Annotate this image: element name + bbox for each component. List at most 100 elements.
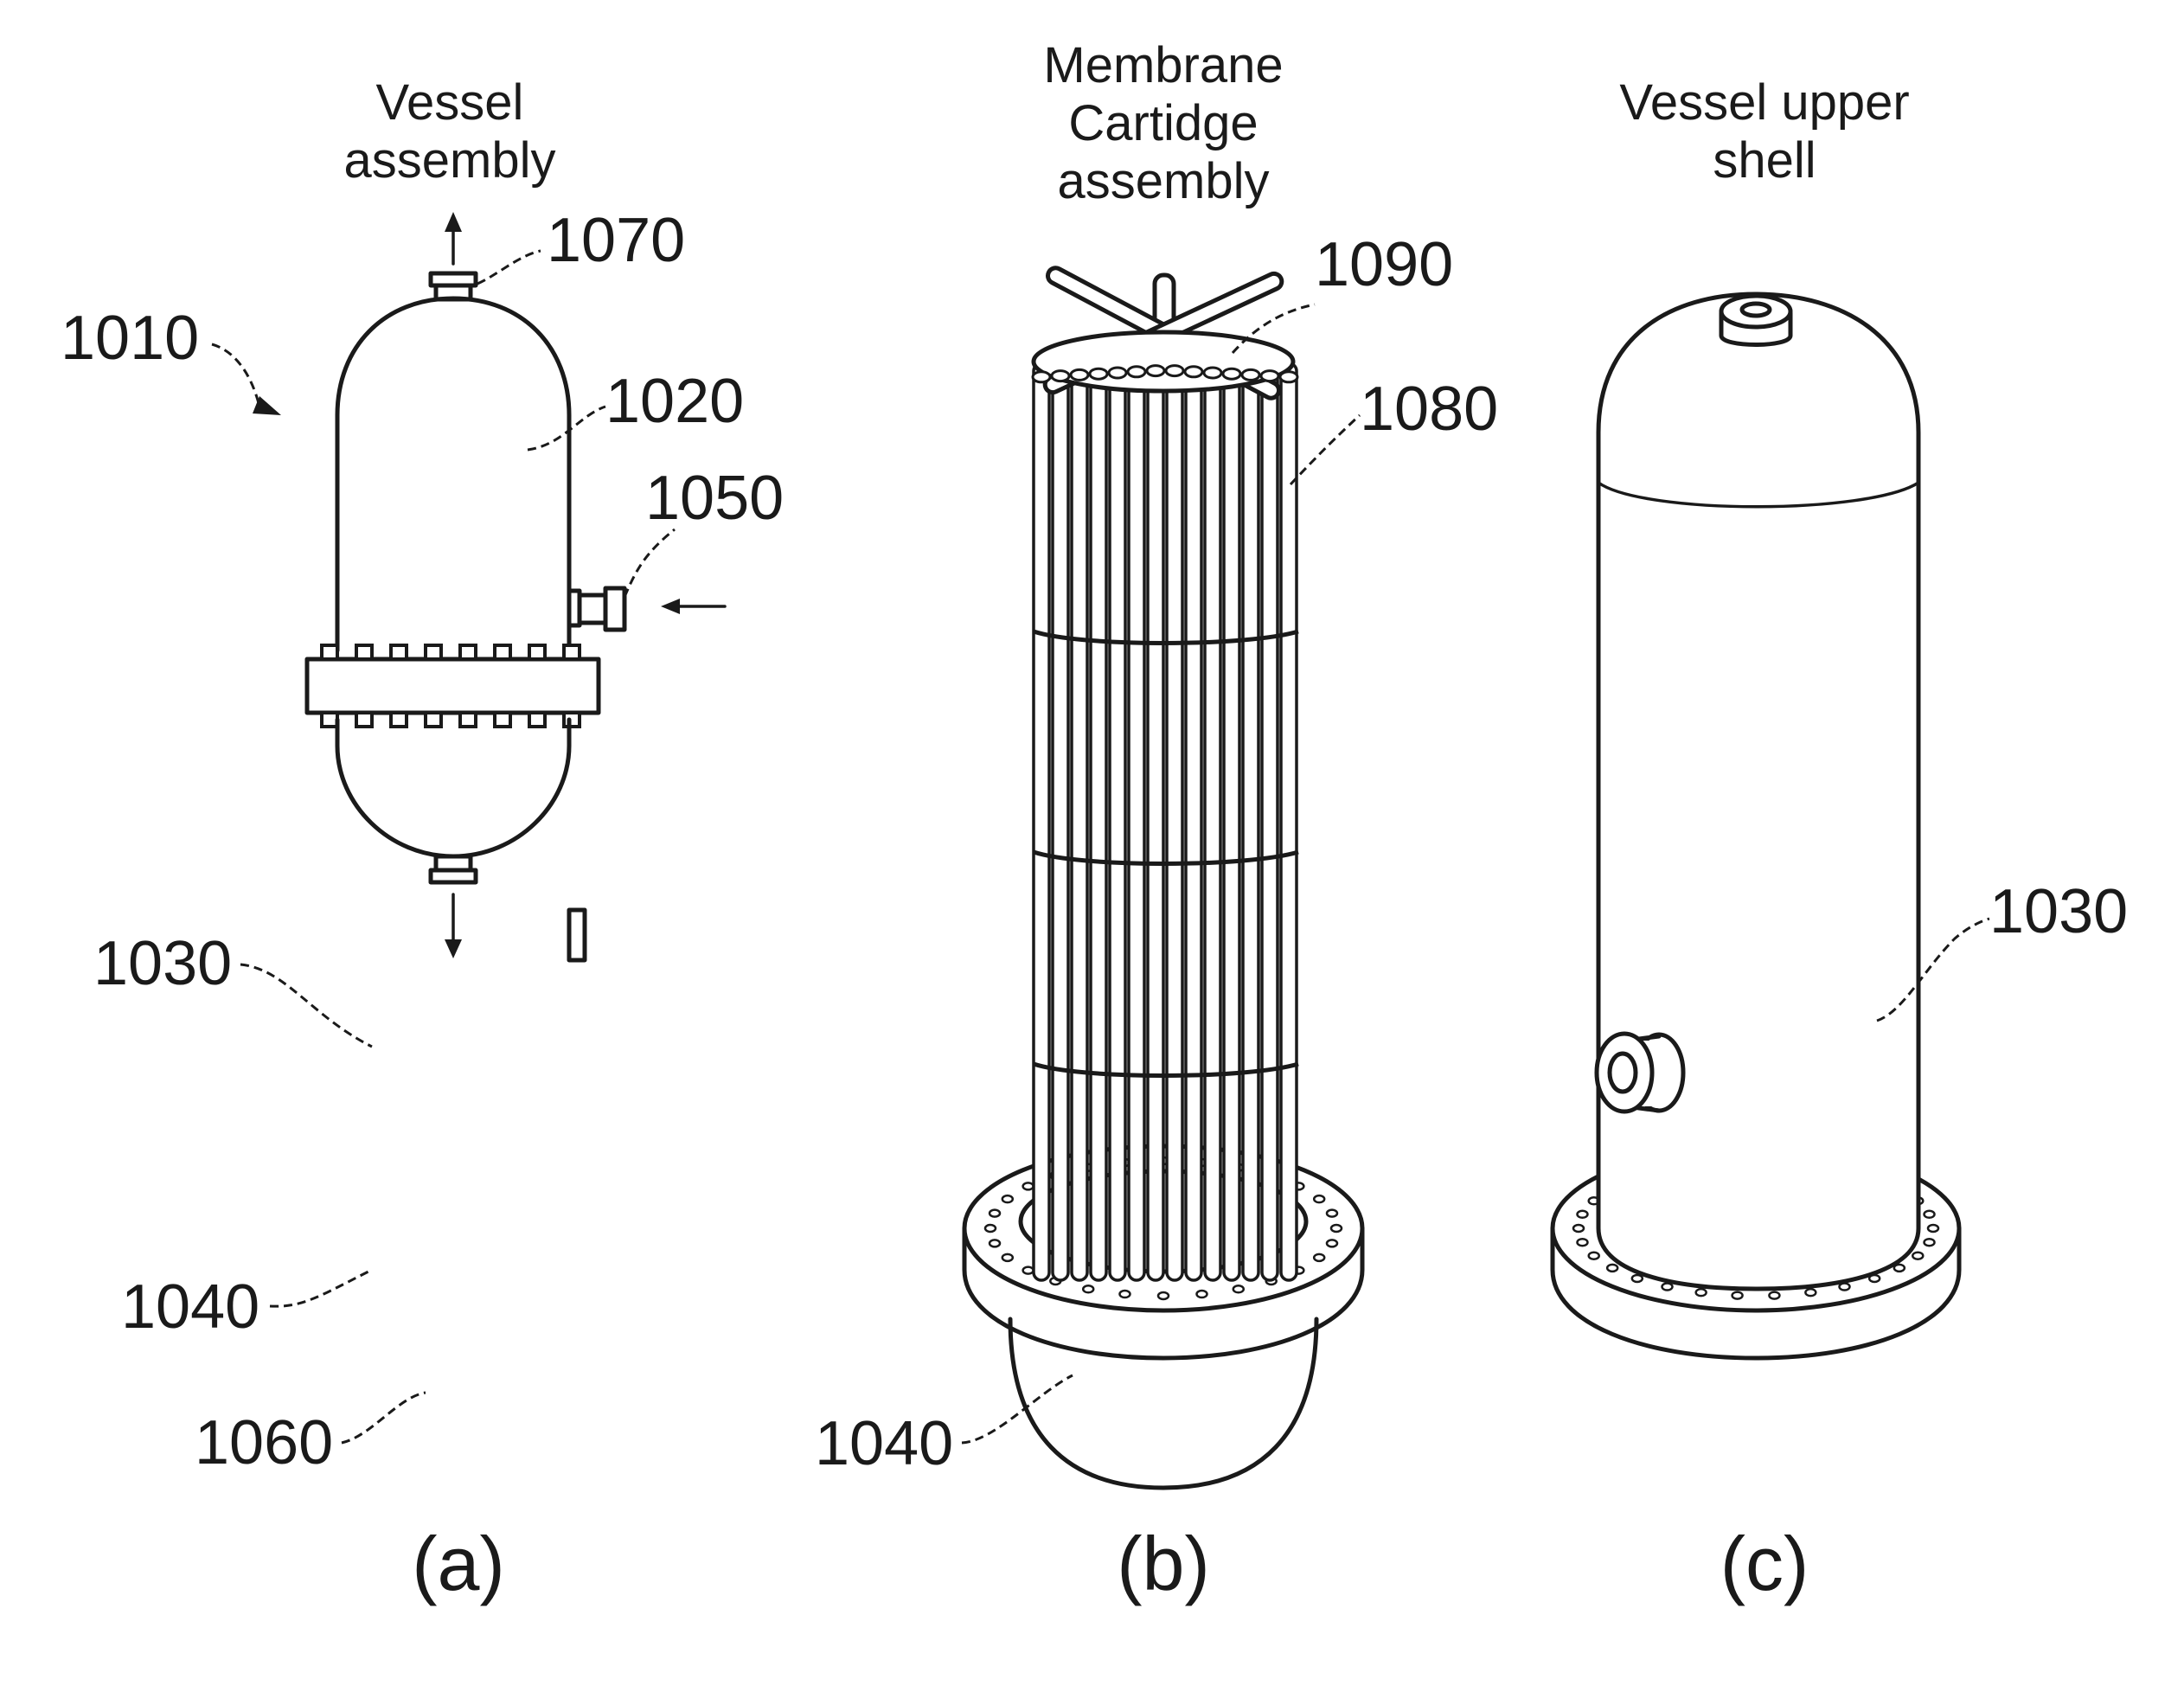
- membrane-tube: [1148, 363, 1163, 1280]
- tube-end-cap: [1109, 368, 1126, 378]
- flange-bolt: [391, 713, 407, 727]
- membrane-tube: [1243, 363, 1259, 1280]
- ref-1080: 1080: [1360, 375, 1498, 444]
- membrane-tube: [1072, 363, 1087, 1280]
- membrane-tube: [1110, 363, 1125, 1280]
- side-port: [569, 910, 585, 960]
- bolt-hole: [1925, 1239, 1935, 1246]
- flange-bolt: [495, 645, 510, 659]
- bolt-hole: [1023, 1182, 1034, 1189]
- flange-bolt: [322, 645, 337, 659]
- bolt-hole: [1696, 1289, 1707, 1296]
- tube-end-cap: [1166, 366, 1183, 376]
- upper-shell-side-nozzle: [1597, 1034, 1683, 1112]
- upper-shell-body: [1598, 294, 1918, 1289]
- bolt-hole: [1805, 1289, 1816, 1296]
- tube-end-cap: [1090, 368, 1107, 379]
- bolt-hole: [1769, 1292, 1779, 1299]
- upper-shell-top-nozzle: [1721, 296, 1790, 345]
- bolt-hole: [1632, 1275, 1643, 1282]
- ref-1020: 1020: [605, 367, 744, 436]
- membrane-tube: [1129, 363, 1144, 1280]
- flange-bolt: [495, 713, 510, 727]
- membrane-tube: [1167, 363, 1182, 1280]
- tube-end-cap: [1261, 371, 1278, 381]
- ref-1030-c: 1030: [1989, 877, 2128, 946]
- tube-end-cap: [1223, 368, 1240, 379]
- tube-end-cap: [1147, 366, 1164, 376]
- bolt-hole: [1732, 1292, 1743, 1299]
- bolt-hole: [990, 1210, 1000, 1217]
- tube-end-cap: [1033, 372, 1050, 382]
- bolt-hole: [1119, 1291, 1130, 1298]
- flange-bolt: [460, 645, 476, 659]
- bolt-hole: [1023, 1267, 1034, 1274]
- panel-a-caption: (a): [412, 1521, 505, 1606]
- membrane-tube: [1224, 363, 1239, 1280]
- flange-bolt: [564, 645, 580, 659]
- flange-bolt: [529, 713, 545, 727]
- membrane-tube-bundle: [1034, 363, 1298, 1280]
- bolt-hole: [1331, 1225, 1342, 1232]
- outlet-arrow-bottom: [445, 894, 462, 958]
- membrane-tube: [1205, 363, 1220, 1280]
- ref-1030: 1030: [93, 929, 232, 998]
- panel-b-title-line-1: Membrane: [1043, 37, 1283, 93]
- membrane-tube: [1091, 363, 1106, 1280]
- ref-1070: 1070: [547, 206, 685, 275]
- bolt-hole: [1327, 1240, 1337, 1246]
- flange-bolt: [391, 645, 407, 659]
- flange-bolt: [426, 645, 441, 659]
- bolt-hole: [1662, 1284, 1673, 1291]
- bolt-hole: [1912, 1253, 1923, 1259]
- panel-c-caption: (c): [1720, 1521, 1809, 1606]
- membrane-tube: [1053, 363, 1068, 1280]
- ref-1060: 1060: [195, 1408, 333, 1477]
- flange-bolt: [460, 713, 476, 727]
- membrane-tube: [1281, 363, 1297, 1280]
- flange-band: [307, 645, 599, 727]
- ref-1040-b: 1040: [815, 1409, 953, 1478]
- panel-c: Vessel upper shell 1030 (c): [1553, 74, 2128, 1606]
- ref-1040: 1040: [121, 1272, 259, 1342]
- flange-bolt: [356, 713, 372, 727]
- panel-b-title-line-3: assembly: [1058, 153, 1270, 209]
- panel-a-title-line-2: assembly: [344, 132, 556, 189]
- bolt-hole: [985, 1225, 996, 1232]
- inlet-arrow: [661, 599, 725, 614]
- bolt-hole: [1607, 1265, 1617, 1272]
- bolt-hole: [1158, 1292, 1169, 1299]
- membrane-tube: [1262, 363, 1278, 1280]
- flange-bolt: [564, 713, 580, 727]
- bolt-hole: [1925, 1211, 1935, 1218]
- tube-end-cap: [1185, 367, 1202, 377]
- bolt-hole: [1314, 1254, 1324, 1261]
- bolt-hole: [1840, 1284, 1850, 1291]
- outlet-arrow-top: [445, 212, 462, 264]
- bolt-hole: [1002, 1254, 1013, 1261]
- membrane-tube: [1034, 363, 1049, 1280]
- ref-1090: 1090: [1315, 230, 1453, 299]
- bolt-hole: [990, 1240, 1000, 1246]
- membrane-tube: [1186, 363, 1201, 1280]
- bolt-hole: [1577, 1239, 1587, 1246]
- panel-b-title-line-2: Cartidge: [1068, 95, 1258, 151]
- panel-c-title-line-2: shell: [1713, 132, 1816, 189]
- panel-a-title-line-1: Vessel: [376, 74, 524, 131]
- flange-bolt: [426, 713, 441, 727]
- tube-end-cap: [1128, 367, 1145, 377]
- tube-end-cap: [1280, 372, 1297, 382]
- tube-end-cap: [1242, 369, 1259, 380]
- bolt-hole: [1083, 1285, 1093, 1292]
- bolt-hole: [1928, 1225, 1938, 1232]
- bolt-hole: [1233, 1285, 1244, 1292]
- top-nozzle-1070: [431, 273, 476, 299]
- flange-bolt: [322, 713, 337, 727]
- panel-c-title-line-1: Vessel upper: [1619, 74, 1909, 131]
- flange-bolt: [529, 645, 545, 659]
- bolt-hole: [1577, 1211, 1587, 1218]
- bolt-hole: [1573, 1225, 1584, 1232]
- panel-b: Membrane Cartidge assembly 1090 1080 1: [815, 37, 1498, 1606]
- tube-end-cap: [1071, 369, 1088, 380]
